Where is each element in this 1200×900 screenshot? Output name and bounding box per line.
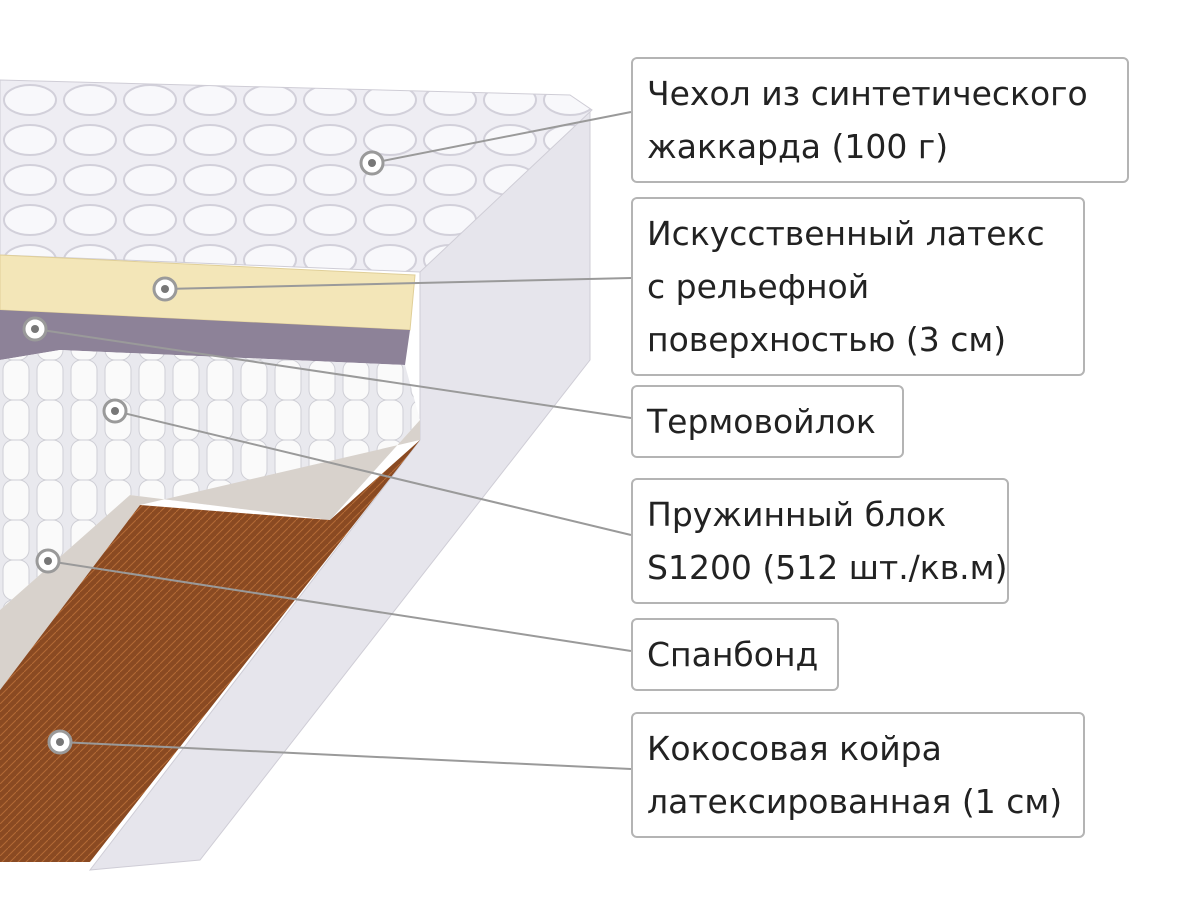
label-line: Спанбонд	[647, 635, 819, 674]
label-line: жаккарда (100 г)	[647, 127, 949, 166]
spunbond-layer	[0, 420, 420, 690]
label-cover: Чехол из синтетического жаккарда (100 г)	[631, 57, 1129, 183]
coir-layer	[0, 440, 420, 862]
felt-layer	[0, 310, 410, 365]
label-line: Искусственный латекс	[647, 214, 1045, 253]
label-line: Пружинный блок	[647, 495, 947, 534]
label-line: Кокосовая койра	[647, 729, 942, 768]
label-coir: Кокосовая койра латексированная (1 см)	[631, 712, 1085, 838]
leader-lines	[34, 111, 632, 770]
label-line: S1200 (512 шт./кв.м)	[647, 548, 1008, 587]
label-spunbond: Спанбонд	[631, 618, 839, 691]
label-latex: Искусственный латекс с рельефной поверхн…	[631, 197, 1085, 376]
label-line: поверхностью (3 см)	[647, 320, 1007, 359]
label-felt: Термовойлок	[631, 385, 904, 458]
cover-layer	[0, 79, 593, 273]
label-line: латексированная (1 см)	[647, 782, 1063, 821]
label-springs: Пружинный блок S1200 (512 шт./кв.м)	[631, 478, 1009, 604]
label-line: Термовойлок	[647, 402, 876, 441]
label-line: Чехол из синтетического	[647, 74, 1088, 113]
label-line: с рельефной	[647, 267, 870, 306]
